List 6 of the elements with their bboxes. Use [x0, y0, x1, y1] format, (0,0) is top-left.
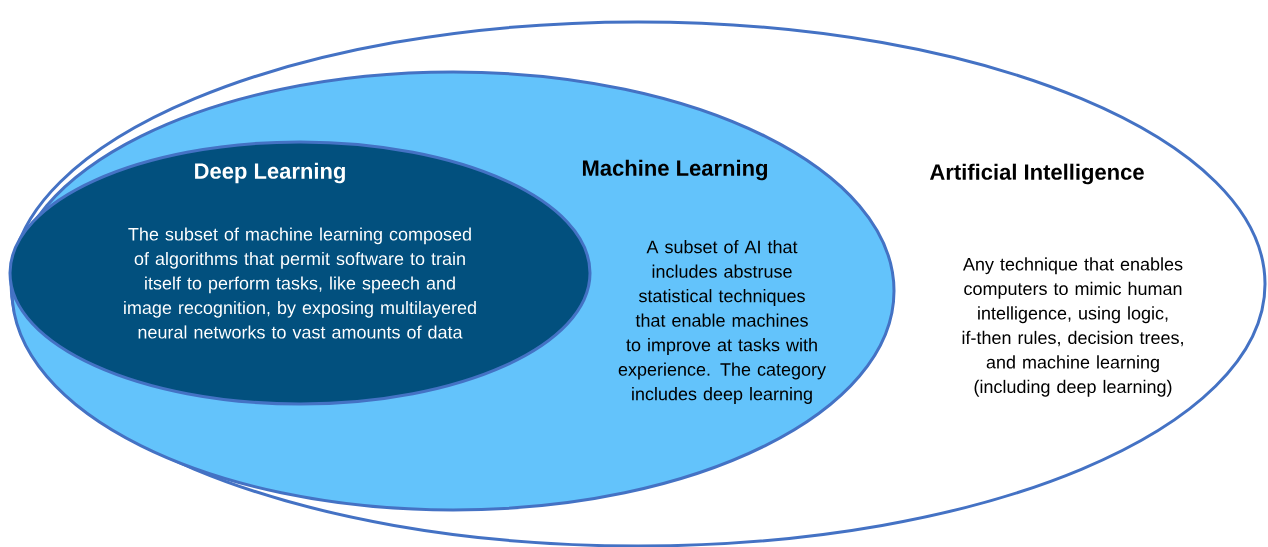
region-title: Machine Learning [582, 159, 768, 181]
region-title: Artificial Intelligence [930, 163, 1144, 185]
region-description: The subset of machine learning composed of algorithms that permit software to train itself to perform tasks, like speech and image recognition, by exposing multilayered neural networks to vast amounts of data [124, 227, 476, 339]
region-description: A subset of AI that includes abstruse statistical techniques that enable machines to improve at tasks with experience. The category includes deep learning [618, 240, 826, 404]
region-title: Deep Learning [195, 162, 345, 184]
region-description: Any technique that enables computers to mimic human intelligence, using logic, if-then rules, decision trees, and machine learning (including deep learning) [962, 257, 1183, 397]
